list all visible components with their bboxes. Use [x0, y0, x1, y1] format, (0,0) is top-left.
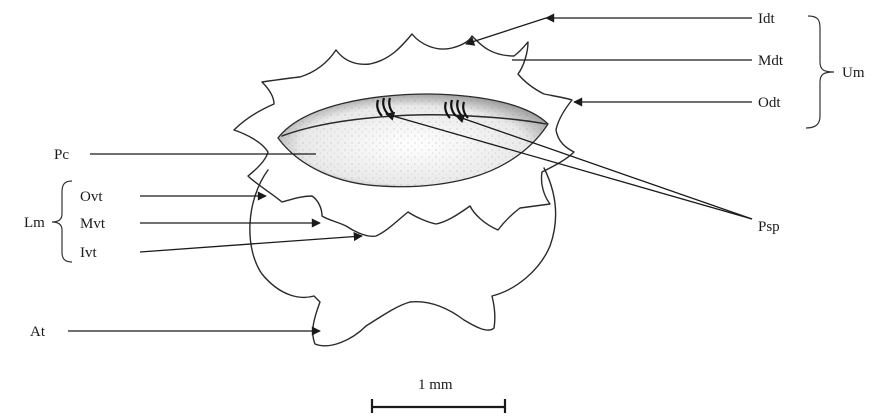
- label-mvt: Mvt: [80, 216, 106, 232]
- label-mdt: Mdt: [758, 53, 784, 69]
- label-at: At: [30, 324, 46, 340]
- label-idt: Idt: [758, 11, 775, 27]
- scale-bar-label: 1 mm: [418, 377, 453, 393]
- lm-brace: [52, 181, 72, 262]
- pedal-cavity-stipple: [278, 94, 548, 187]
- psp-arrow-right: [456, 116, 752, 219]
- scale-bar: [372, 399, 505, 413]
- label-pc: Pc: [54, 147, 69, 163]
- label-ovt: Ovt: [80, 189, 103, 205]
- label-lm: Lm: [24, 215, 45, 231]
- idt-arrow-tail: [466, 18, 546, 44]
- lower-body-outline: [250, 168, 556, 346]
- ivt-arrow: [140, 236, 362, 252]
- label-odt: Odt: [758, 95, 781, 111]
- label-ivt: Ivt: [80, 245, 97, 261]
- label-um: Um: [842, 65, 865, 81]
- label-psp: Psp: [758, 219, 780, 235]
- um-brace: [806, 16, 834, 128]
